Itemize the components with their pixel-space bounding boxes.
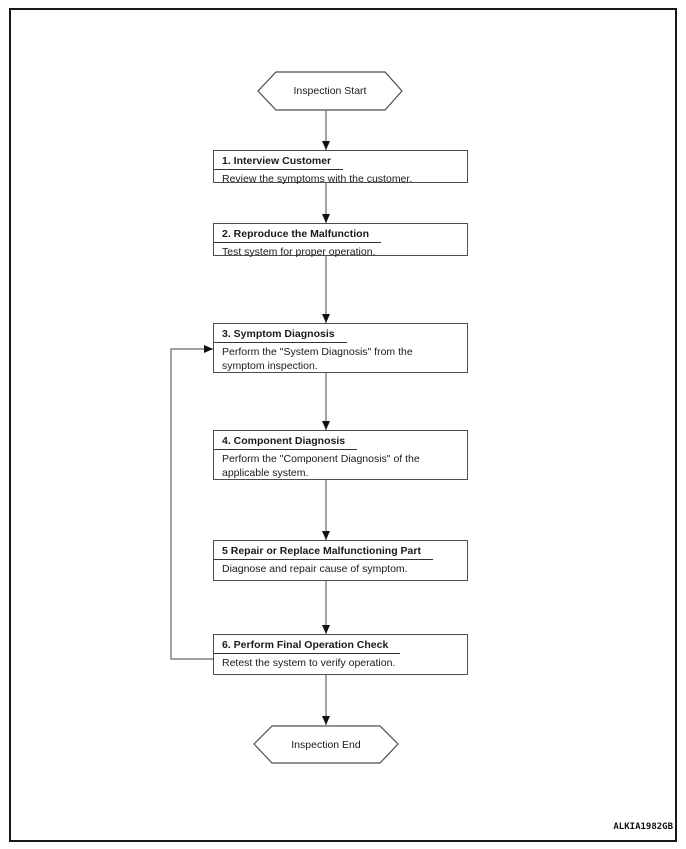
step-box-1: 1. Interview Customer Review the symptom…	[213, 150, 468, 185]
figure-code-label: ALKIA1982GB	[613, 822, 673, 832]
step-box-5: 5 Repair or Replace Malfunctioning Part …	[213, 540, 468, 581]
step-body: Retest the system to verify operation.	[222, 657, 396, 669]
figure-border	[9, 8, 677, 842]
step-title: 2. Reproduce the Malfunction	[214, 225, 382, 243]
start-terminator-label: Inspection Start	[293, 85, 367, 97]
step-body: Review the symptoms with the customer.	[222, 173, 413, 185]
step-title: 5 Repair or Replace Malfunctioning Part	[214, 542, 433, 560]
step-box-4: 4. Component Diagnosis Perform the "Comp…	[213, 430, 468, 480]
step-box-3: 3. Symptom Diagnosis Perform the "System…	[213, 323, 468, 373]
end-terminator-label: Inspection End	[291, 738, 361, 751]
step-title: 1. Interview Customer	[214, 152, 344, 170]
step-box-2: 2. Reproduce the Malfunction Test system…	[213, 223, 468, 258]
step-body: Test system for proper operation.	[222, 246, 376, 258]
step-title: 4. Component Diagnosis	[214, 432, 358, 450]
step-title: 3. Symptom Diagnosis	[214, 325, 347, 343]
step-body: Diagnose and repair cause of symptom.	[222, 563, 408, 575]
step-body: Perform the "Component Diagnosis" of the…	[222, 453, 420, 479]
step-box-6: 6. Perform Final Operation Check Retest …	[213, 634, 468, 675]
step-title: 6. Perform Final Operation Check	[214, 636, 401, 654]
step-body: Perform the "System Diagnosis" from the …	[222, 346, 413, 372]
